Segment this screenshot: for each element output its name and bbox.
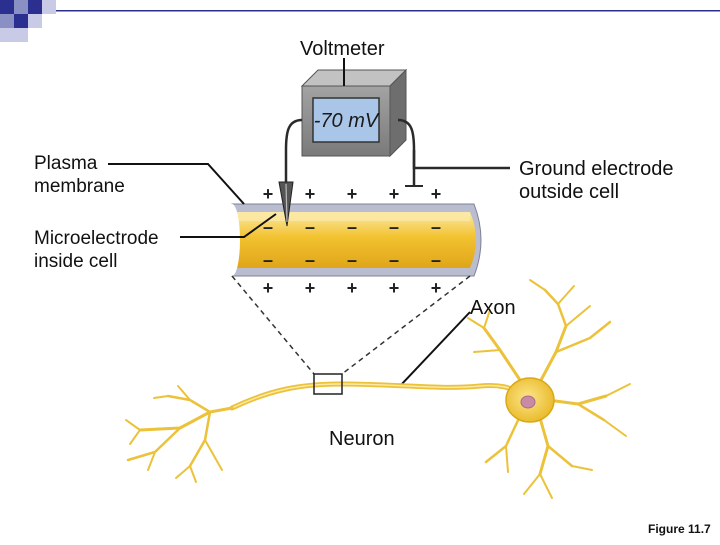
inside-bottom-charge: –	[263, 250, 273, 270]
outside-bottom-charge: +	[431, 278, 442, 298]
plasma-membrane-label: Plasma membrane	[34, 152, 125, 198]
inside-top-charge: –	[305, 217, 315, 237]
figure-number: Figure 11.7	[648, 522, 711, 536]
inside-bottom-charge: –	[431, 250, 441, 270]
voltmeter: -70 mV	[300, 68, 408, 158]
outside-top-charge: +	[389, 184, 400, 204]
inside-bottom-charge: –	[347, 250, 357, 270]
outside-bottom-charge: +	[305, 278, 316, 298]
axon-label: Axon	[470, 297, 516, 319]
membrane-charges: + + + + + – – – – – – – – – – + + + + +	[263, 184, 442, 298]
axon-leader	[399, 311, 471, 387]
inside-bottom-charge: –	[305, 250, 315, 270]
microelectrode-wire	[284, 118, 303, 185]
zoom-line-left	[231, 275, 315, 375]
ground-electrode-line1: Ground electrode	[519, 158, 674, 180]
microelectrode-label: Microelectrode inside cell	[34, 227, 159, 273]
corner-decoration	[0, 0, 720, 42]
microelectrode-line1: Microelectrode	[34, 228, 159, 249]
voltmeter-display	[312, 97, 380, 143]
outside-top-charge: +	[263, 184, 274, 204]
inside-top-charge: –	[263, 217, 273, 237]
inside-top-charge: –	[431, 217, 441, 237]
microelectrode-line2: inside cell	[34, 251, 118, 272]
inside-bottom-charge: –	[389, 250, 399, 270]
zoom-line-right	[341, 275, 471, 375]
outside-top-charge: +	[305, 184, 316, 204]
outside-bottom-charge: +	[347, 278, 358, 298]
ground-electrode-line2: outside cell	[519, 181, 620, 203]
voltmeter-label: Voltmeter	[300, 38, 385, 60]
outside-top-charge: +	[347, 184, 358, 204]
outside-top-charge: +	[431, 184, 442, 204]
ground-electrode-label: Ground electrode outside cell	[519, 158, 674, 204]
neuron-nucleus	[520, 395, 536, 409]
outside-bottom-charge: +	[389, 278, 400, 298]
voltmeter-reading: -70 mV	[314, 110, 380, 132]
neuron-label: Neuron	[329, 428, 395, 450]
axon-segment	[224, 203, 482, 277]
plasma-membrane-leader	[108, 163, 245, 205]
outside-bottom-charge: +	[263, 278, 274, 298]
plasma-membrane-line1: Plasma	[34, 153, 98, 174]
plasma-membrane-line2: membrane	[34, 176, 125, 197]
zoom-box	[313, 373, 343, 395]
microelectrode-leader	[180, 213, 277, 238]
inside-top-charge: –	[389, 217, 399, 237]
inside-top-charge: –	[347, 217, 357, 237]
neuron	[125, 279, 631, 499]
